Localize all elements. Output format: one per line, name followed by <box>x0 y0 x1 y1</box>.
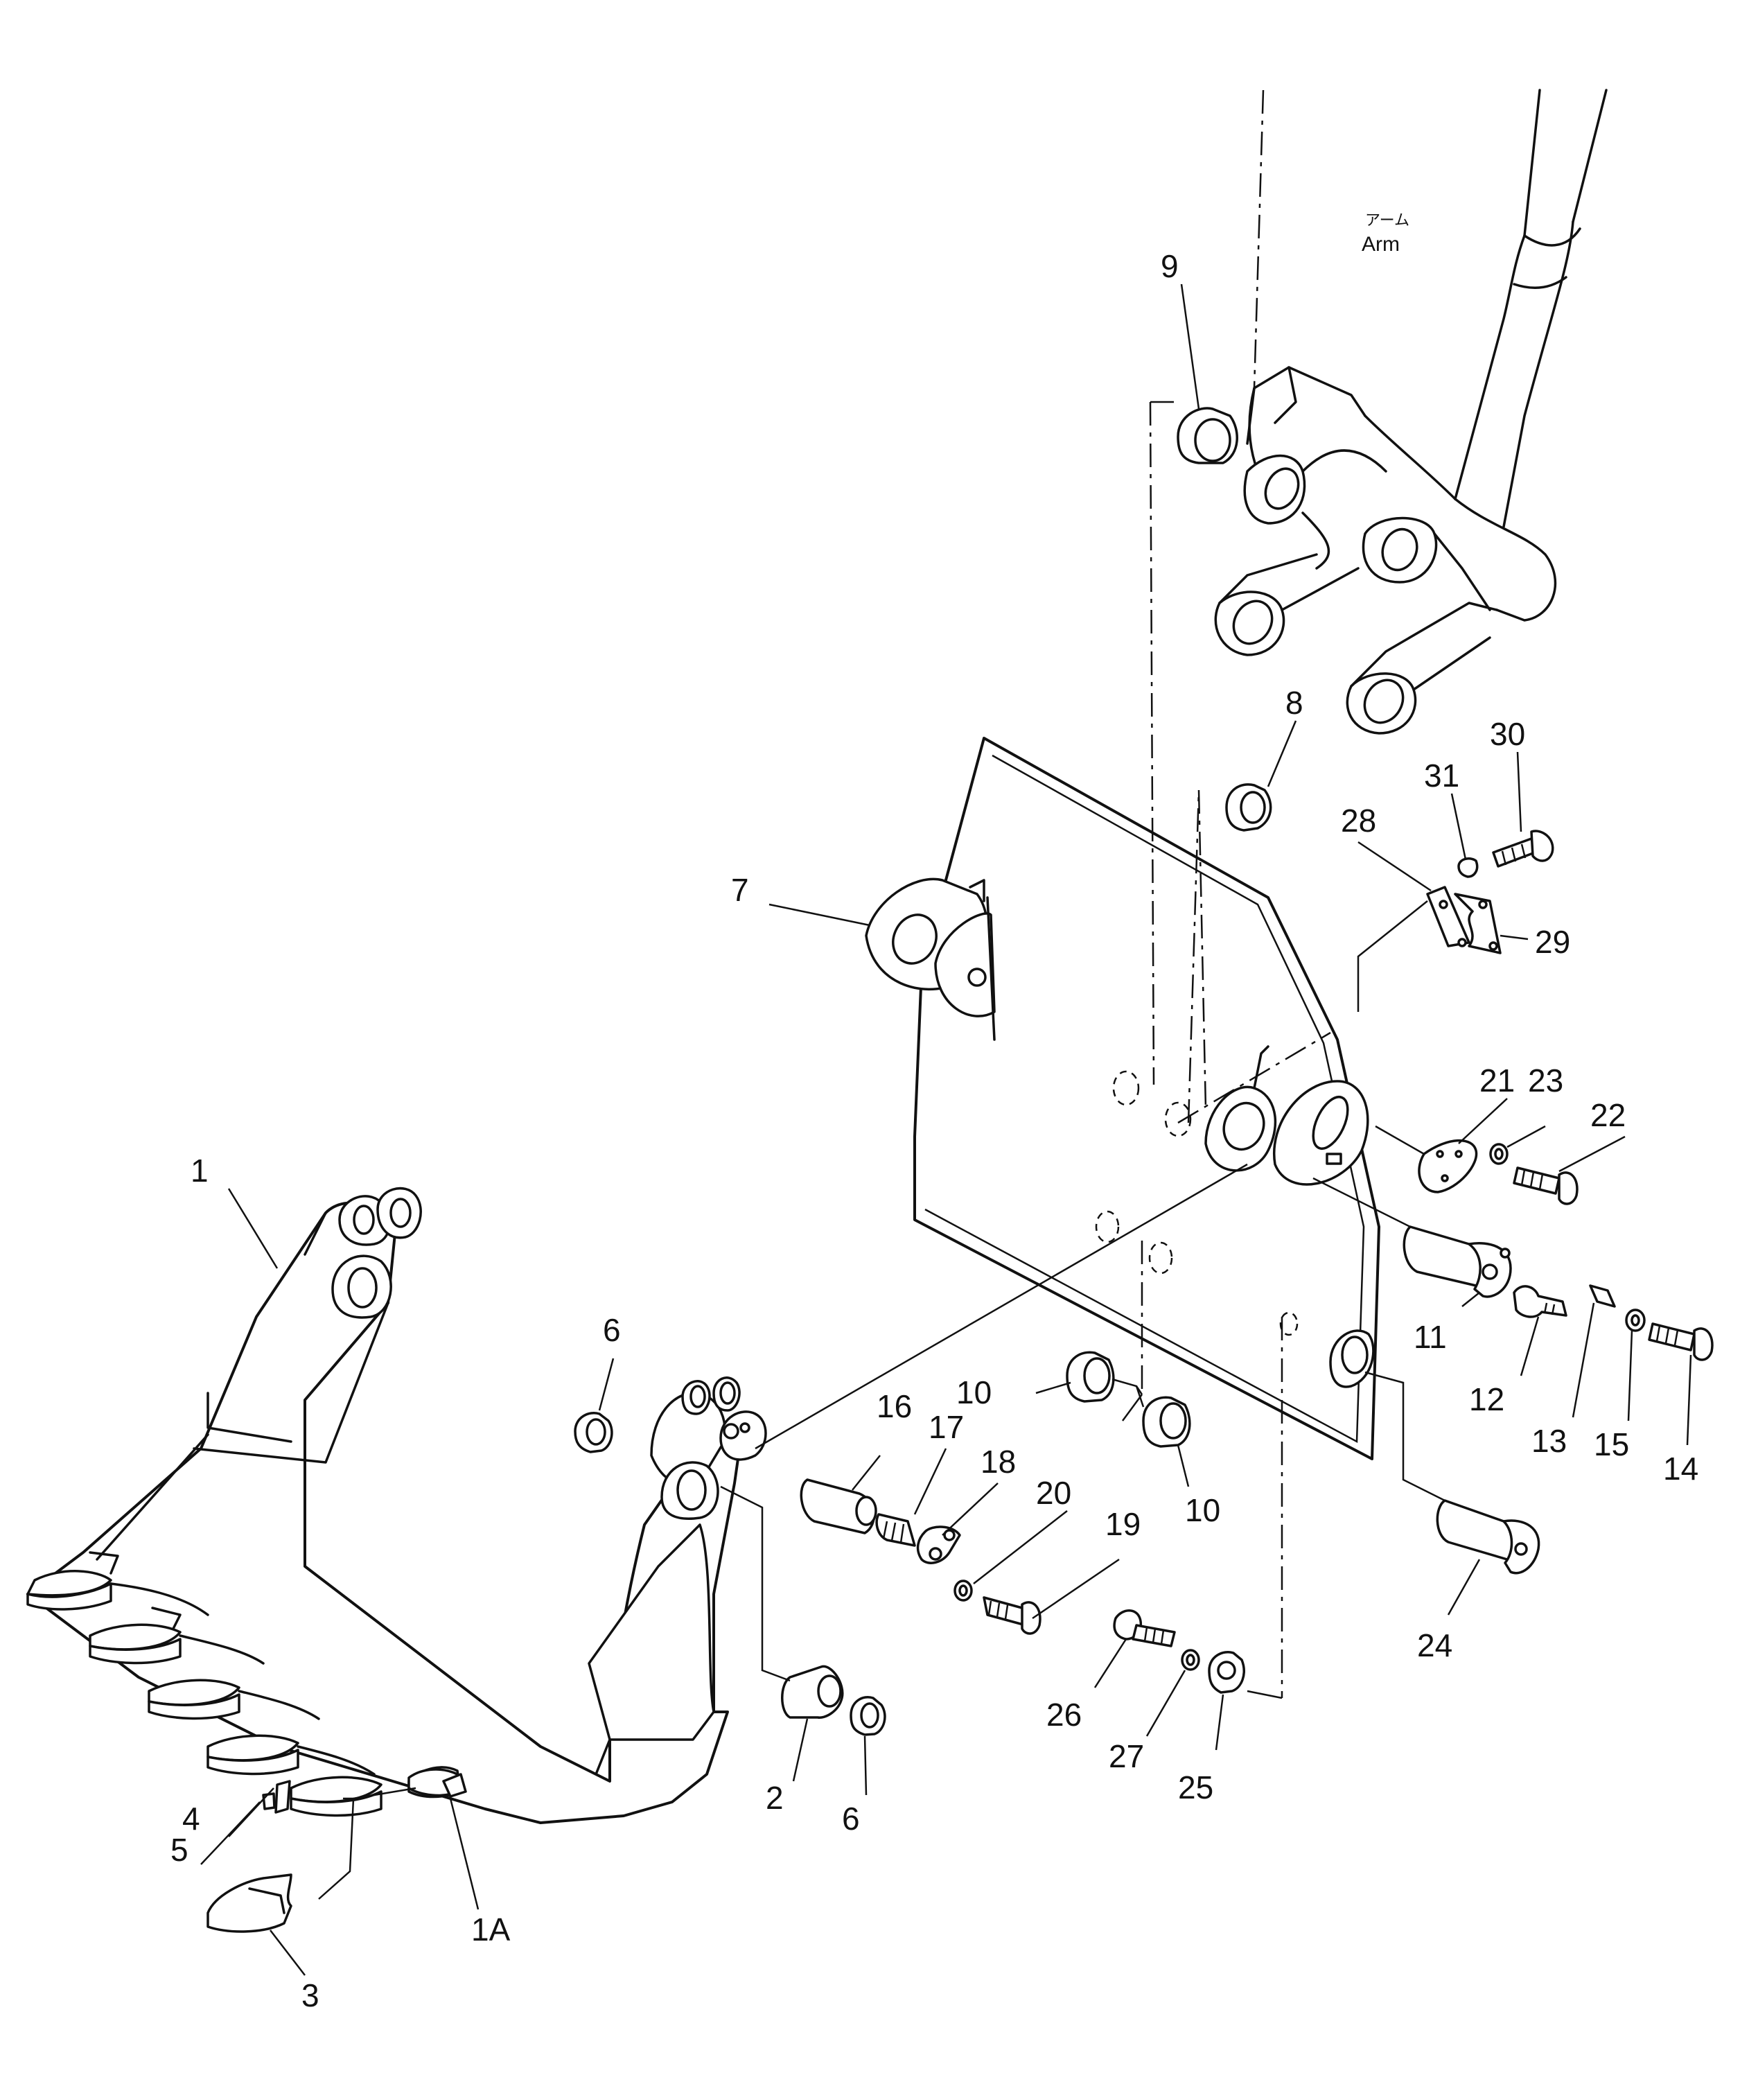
label-part-17: 17 <box>929 1409 964 1445</box>
label-part-30: 30 <box>1490 716 1525 752</box>
label-part-16: 16 <box>877 1388 912 1424</box>
label-part-2: 2 <box>766 1780 784 1816</box>
label-part-9: 9 <box>1161 248 1179 284</box>
bucket <box>26 1187 767 1824</box>
label-part-5: 5 <box>170 1832 188 1868</box>
label-part-28: 28 <box>1341 803 1376 839</box>
label-part-18: 18 <box>981 1444 1016 1480</box>
label-part-19: 19 <box>1105 1506 1141 1542</box>
label-part-26: 26 <box>1046 1697 1082 1733</box>
label-part-11: 11 <box>1414 1319 1447 1355</box>
loose-parts <box>206 407 1714 1933</box>
label-part-3: 3 <box>301 1977 319 2013</box>
leader-lines <box>200 283 1692 1976</box>
label-part-6-lower: 6 <box>842 1801 860 1837</box>
label-part-23: 23 <box>1528 1062 1563 1099</box>
label-part-1a: 1A <box>471 1911 511 1948</box>
label-part-7: 7 <box>731 872 749 908</box>
label-part-20: 20 <box>1036 1475 1071 1511</box>
label-part-10-lower: 10 <box>1185 1492 1220 1528</box>
label-part-8: 8 <box>1285 685 1303 721</box>
label-part-31: 31 <box>1424 758 1459 794</box>
label-part-1: 1 <box>191 1153 209 1189</box>
arm-label-jp: アーム <box>1365 212 1409 229</box>
label-part-22: 22 <box>1590 1097 1626 1133</box>
arm-label: Arm <box>1362 233 1400 256</box>
label-part-15: 15 <box>1594 1426 1629 1462</box>
label-part-13: 13 <box>1531 1423 1567 1459</box>
label-part-12: 12 <box>1469 1381 1504 1417</box>
label-part-27: 27 <box>1109 1738 1144 1774</box>
coupler-plate <box>865 737 1380 1460</box>
label-part-29: 29 <box>1535 924 1570 960</box>
label-part-14: 14 <box>1663 1451 1698 1487</box>
label-part-6-upper: 6 <box>603 1312 621 1348</box>
arm-assembly: アーム Arm <box>1214 89 1608 735</box>
part-labels: 1 1A 2 3 4 5 6 6 7 8 9 10 10 11 12 13 14… <box>170 248 1698 2013</box>
label-part-10-upper: 10 <box>956 1374 992 1410</box>
label-part-25: 25 <box>1178 1769 1213 1805</box>
assembly-lines <box>318 401 1445 1900</box>
label-part-21: 21 <box>1479 1062 1515 1099</box>
label-part-4: 4 <box>182 1801 200 1837</box>
label-part-24: 24 <box>1417 1627 1452 1663</box>
